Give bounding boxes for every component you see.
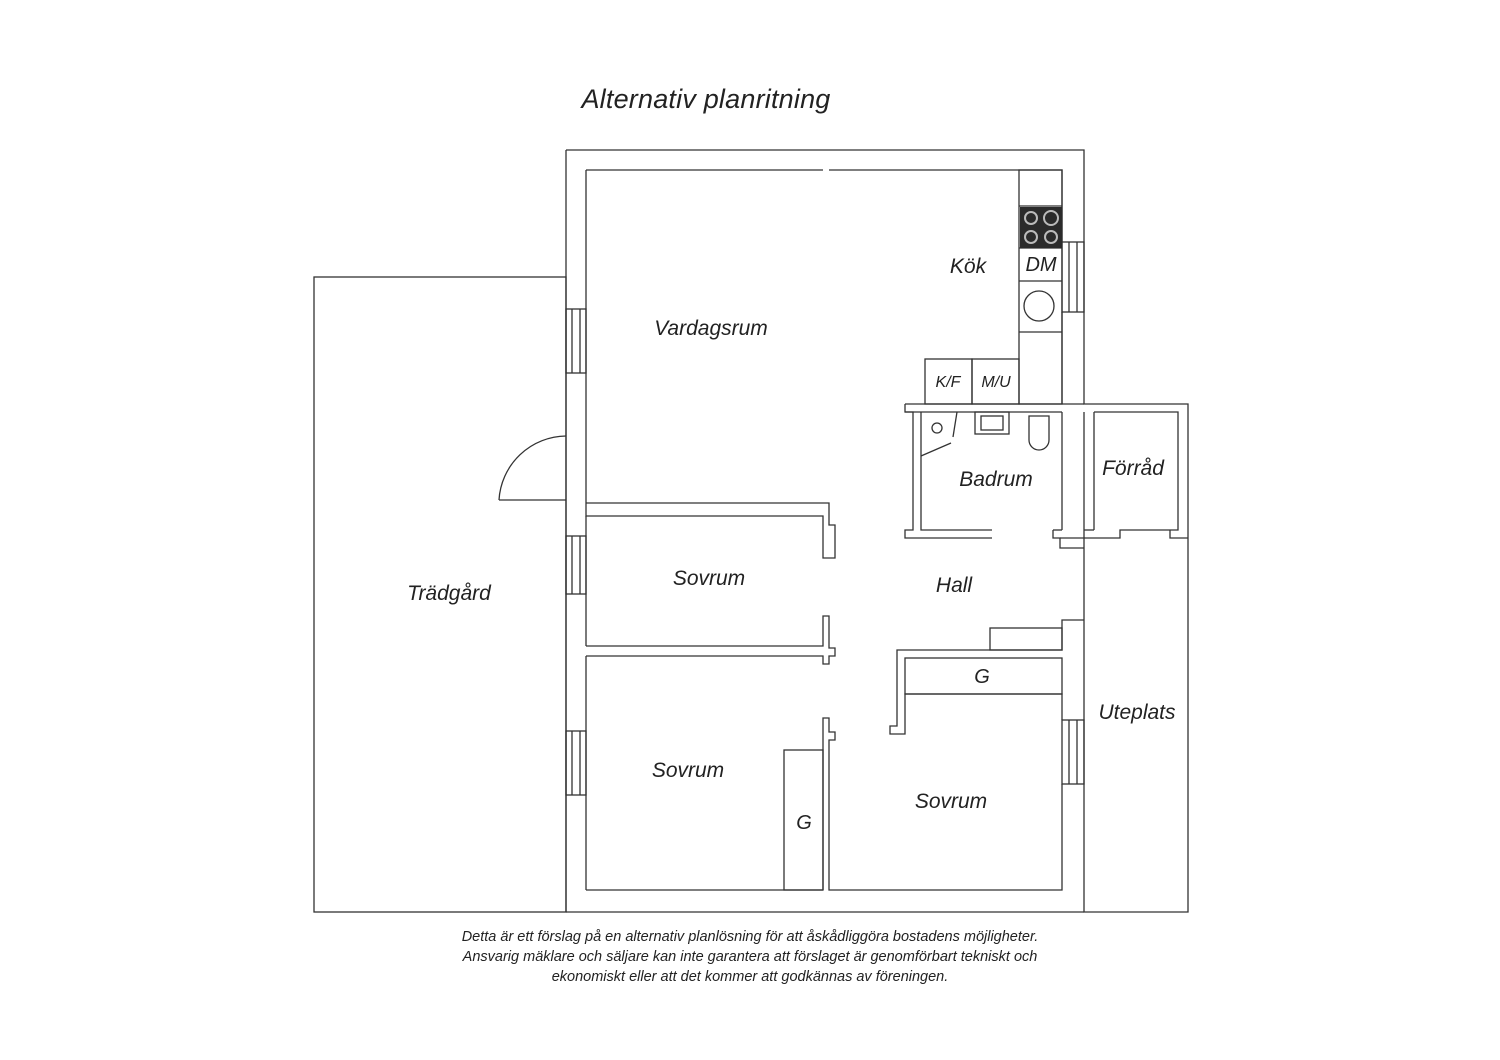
kitchen-sink <box>1023 290 1055 322</box>
disclaimer-line-3: ekonomiskt eller att det kommer att godk… <box>551 969 949 985</box>
garden-door-swing <box>498 435 567 501</box>
label-sovrum-1: Sovrum <box>673 567 745 590</box>
hall-shelf <box>989 627 1063 651</box>
kitchen-counter <box>1018 169 1063 405</box>
disclaimer-line-1: Detta är ett förslag på en alternativ pl… <box>461 929 1039 945</box>
label-closet-3: G <box>974 666 990 688</box>
label-uteplats: Uteplats <box>1098 701 1176 724</box>
stove-icon <box>1020 207 1062 248</box>
window-bedroom-1 <box>565 535 587 595</box>
plan-title: Alternativ planritning <box>581 84 831 114</box>
label-kf: K/F <box>936 374 962 391</box>
bathroom-sink <box>974 411 1010 435</box>
disclaimer: Detta är ett förslag på en alternativ pl… <box>360 927 1140 987</box>
label-dm: DM <box>1025 254 1056 276</box>
label-forrad: Förråd <box>1102 457 1165 480</box>
label-closet-2: G <box>796 812 812 834</box>
label-badrum: Badrum <box>959 468 1033 491</box>
label-vardagsrum: Vardagsrum <box>654 317 768 340</box>
label-kok: Kök <box>950 255 988 278</box>
shower-drain <box>931 422 943 434</box>
label-sovrum-3: Sovrum <box>915 790 987 813</box>
closet-bedroom-3 <box>904 657 1063 695</box>
label-mu: M/U <box>981 374 1011 391</box>
closet-bedroom-2 <box>783 749 824 891</box>
label-sovrum-2: Sovrum <box>652 759 724 782</box>
window-kitchen <box>1061 241 1085 313</box>
disclaimer-line-2: Ansvarig mäklare och säljare kan inte ga… <box>462 949 1038 965</box>
label-tradgard: Trädgård <box>407 582 492 605</box>
toilet <box>1028 415 1050 451</box>
window-living <box>565 308 587 374</box>
walls <box>313 149 1189 913</box>
window-bedroom-3 <box>1061 719 1085 785</box>
window-bedroom-2 <box>565 730 587 796</box>
label-hall: Hall <box>936 574 974 597</box>
